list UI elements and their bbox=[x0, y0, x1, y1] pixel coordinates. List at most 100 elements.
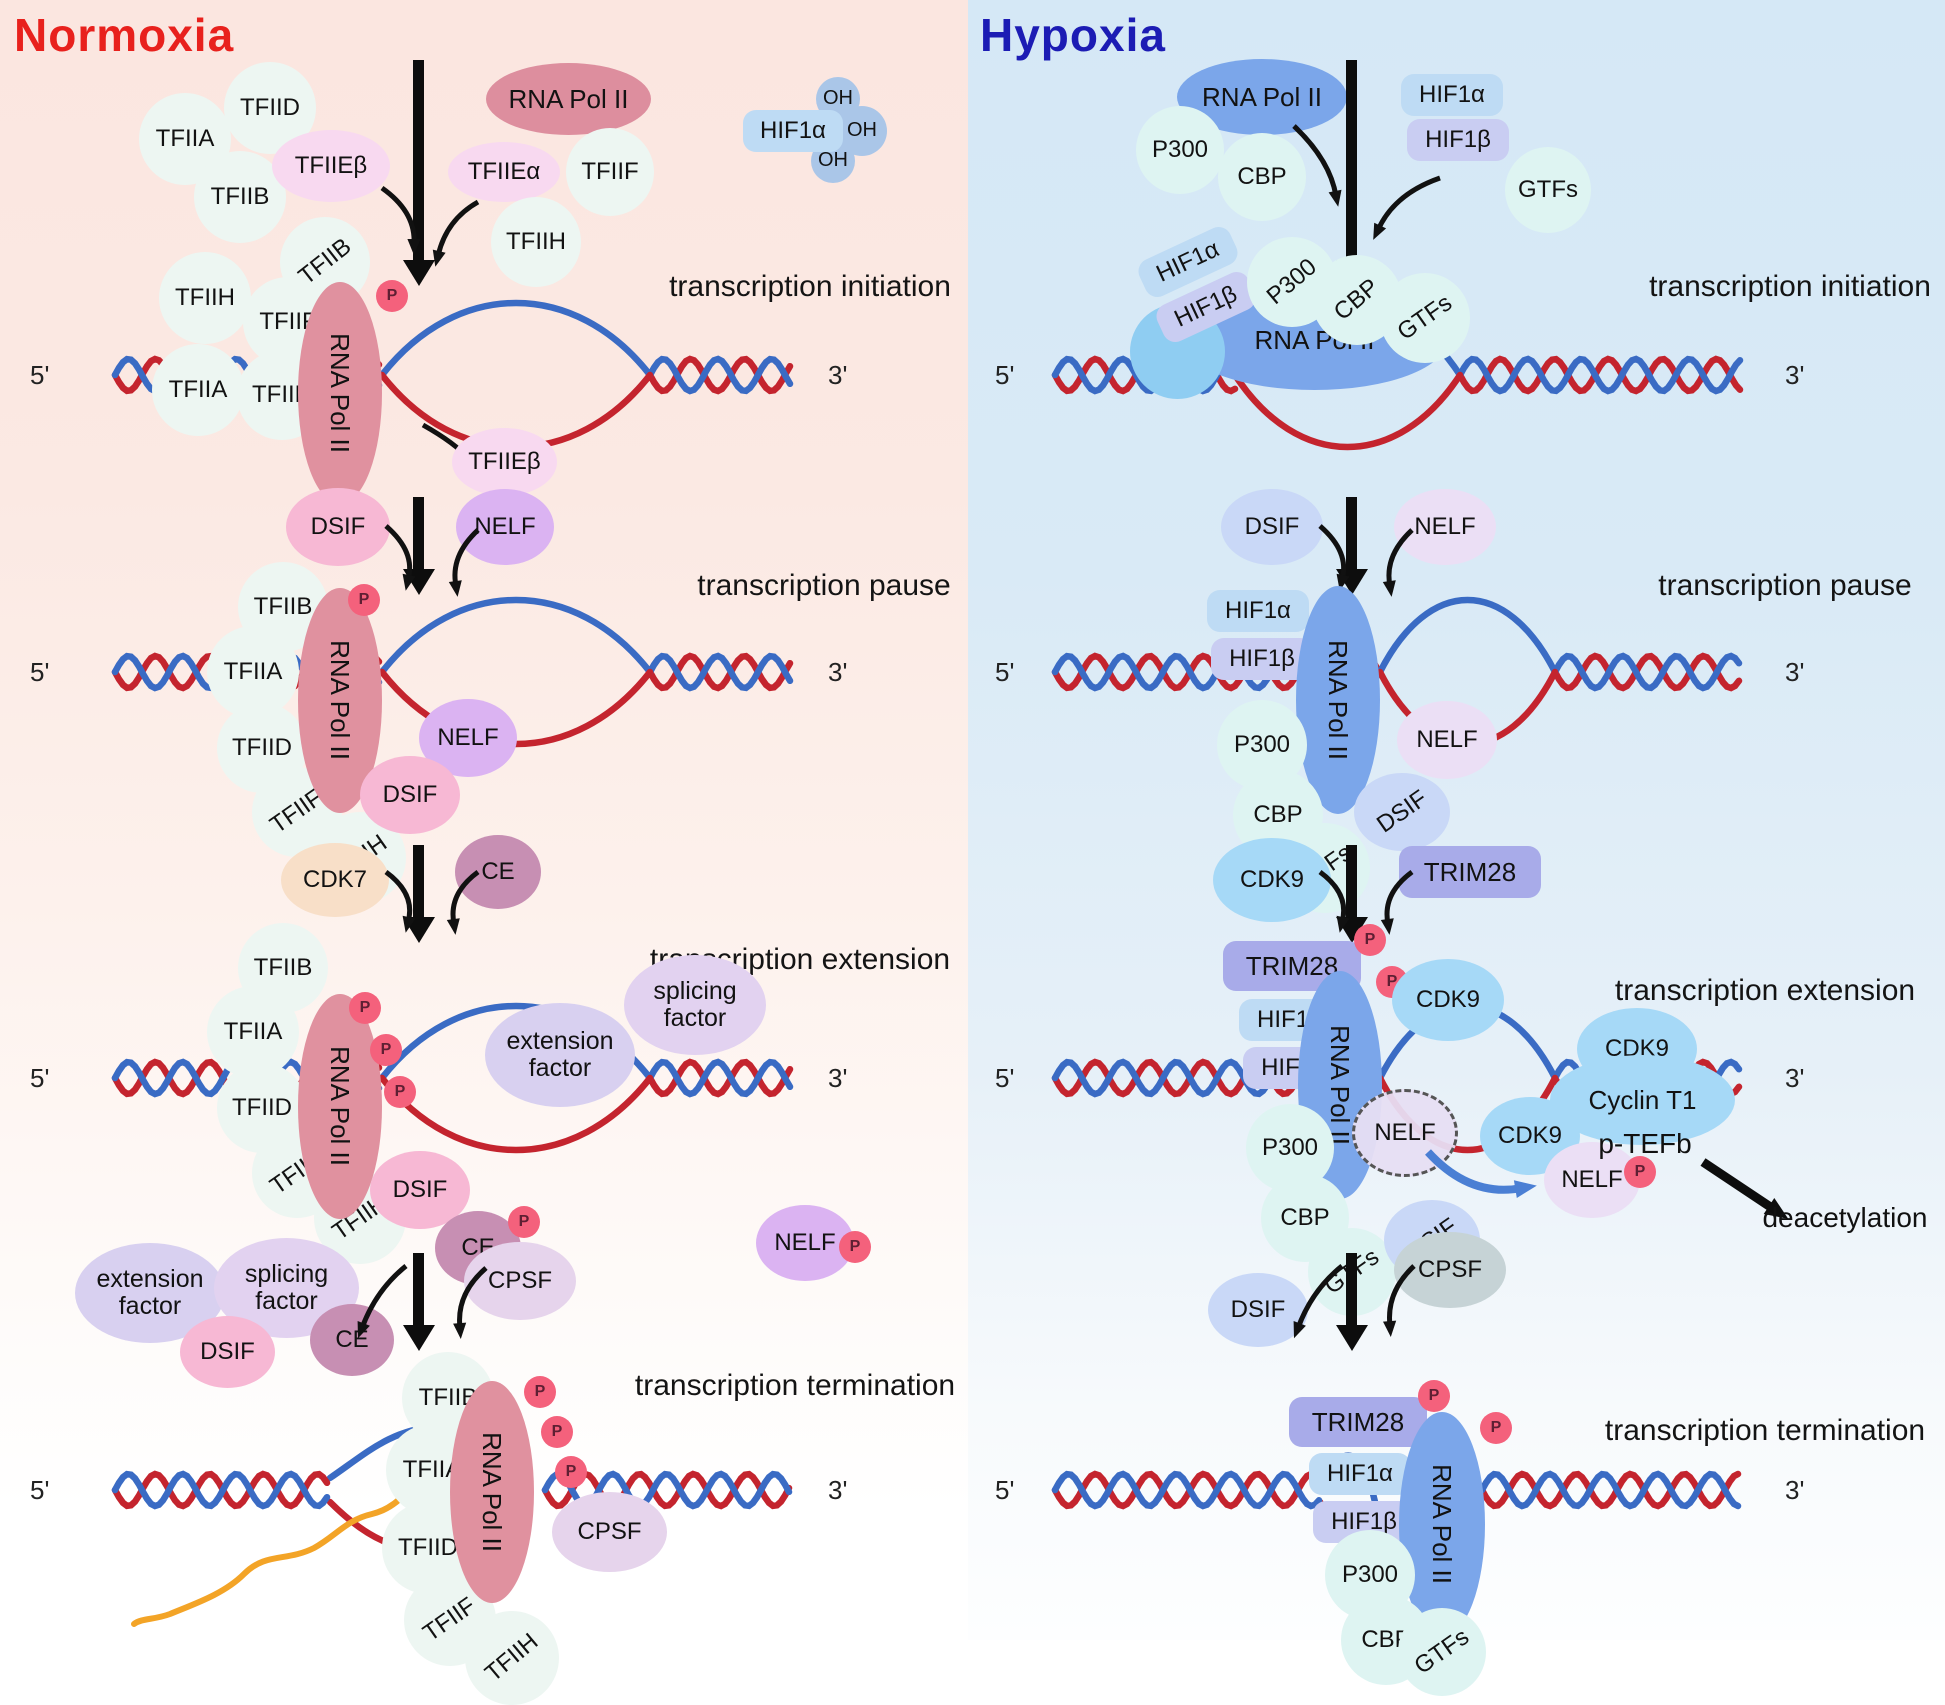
tfiif-bubble: TFIIF bbox=[566, 128, 654, 216]
five-prime-label: 5' bbox=[995, 1475, 1015, 1505]
tfiia-bubble: TFIIA bbox=[152, 344, 244, 436]
recruit-arrow bbox=[448, 528, 480, 597]
tfiih-bubble: TFIIH bbox=[159, 252, 251, 344]
rna-pol-ii-bubble: RNA Pol II bbox=[486, 63, 651, 135]
three-prime-label: 3' bbox=[828, 360, 848, 390]
cbp-bubble: CBP bbox=[1218, 133, 1306, 221]
nelf-bubble: NELF bbox=[1394, 489, 1496, 565]
dsif-bubble: DSIF bbox=[1221, 489, 1323, 565]
phospho-badge: P bbox=[1354, 924, 1386, 956]
stage-arrow bbox=[413, 1253, 424, 1325]
ce-bubble: CE bbox=[310, 1304, 394, 1376]
tfiie-beta-bubble: TFIIEβ bbox=[272, 130, 390, 202]
p300-bubble: P300 bbox=[1136, 106, 1224, 194]
dsif-bubble: DSIF bbox=[360, 756, 460, 834]
extension-factor-bubble: extension factor bbox=[75, 1243, 225, 1343]
recruit-arrow bbox=[453, 1266, 488, 1339]
cdk9-bubble: CDK9 bbox=[1213, 838, 1331, 922]
rna-pol-ii-shape: RNA Pol II bbox=[1296, 586, 1380, 814]
stage-label-initiation: transcription initiation bbox=[669, 270, 951, 303]
recruit-arrow bbox=[1383, 1264, 1416, 1337]
recruit-arrow bbox=[1380, 869, 1414, 935]
tfiid-bubble: TFIID bbox=[217, 1063, 307, 1153]
stage-label-termination: transcription termination bbox=[634, 1369, 956, 1402]
phospho-badge: P bbox=[1624, 1156, 1656, 1188]
p-tefb-label: p-TEFb bbox=[1598, 1128, 1692, 1159]
stage-label-pause: transcription pause bbox=[1658, 569, 1912, 602]
recruit-arrow bbox=[1318, 869, 1350, 933]
rna-pol-ii-shape: RNA Pol II bbox=[450, 1381, 534, 1603]
hif1a-tag: HIF1α bbox=[1207, 590, 1309, 632]
gtfs-bubble: GTFs bbox=[1505, 147, 1591, 233]
rna-pol-ii-shape: RNA Pol II bbox=[298, 282, 382, 504]
phospho-badge: P bbox=[384, 1076, 416, 1108]
rna-pol-ii-shape: RNA Pol II bbox=[298, 994, 382, 1219]
deacetylation-arrow bbox=[1700, 1158, 1789, 1219]
trim28-tag: TRIM28 bbox=[1399, 846, 1541, 898]
three-prime-label: 3' bbox=[1785, 1475, 1805, 1505]
five-prime-label: 5' bbox=[995, 657, 1015, 687]
tfiid-bubble: TFIID bbox=[217, 703, 307, 793]
trim28-tag: TRIM28 bbox=[1289, 1397, 1427, 1447]
stage-label-extension: transcription extension bbox=[1614, 974, 1916, 1007]
recruit-arrow bbox=[1292, 124, 1342, 207]
tfiia-bubble: TFIIA bbox=[207, 986, 299, 1078]
phospho-badge: P bbox=[370, 1034, 402, 1066]
stage-arrow bbox=[1346, 1253, 1357, 1325]
deacetylation-label: deacetylation bbox=[1762, 1202, 1928, 1233]
stage-label-termination: transcription termination bbox=[1604, 1414, 1926, 1447]
nelf-bubble: NELF bbox=[1544, 1142, 1640, 1218]
phospho-badge: P bbox=[376, 280, 408, 312]
rna-pol-ii-shape: RNA Pol II bbox=[1399, 1412, 1485, 1637]
hif1a-tag: HIF1α bbox=[1309, 1453, 1411, 1495]
recruit-arrow bbox=[1382, 528, 1414, 597]
dsif-bubble: DSIF bbox=[370, 1151, 470, 1229]
stage-arrow bbox=[413, 60, 424, 260]
recruit-arrow bbox=[380, 185, 421, 255]
stage-arrow bbox=[413, 845, 424, 917]
recruit-arrow bbox=[384, 524, 416, 591]
ce-bubble: CE bbox=[455, 835, 541, 909]
hif1a-tag: HIF1α bbox=[743, 110, 843, 152]
five-prime-label: 5' bbox=[30, 657, 50, 687]
phospho-badge: P bbox=[349, 992, 381, 1024]
tfiie-alpha-bubble: TFIIEα bbox=[448, 142, 560, 202]
dsif-bubble: DSIF bbox=[1208, 1273, 1308, 1347]
stage-arrow bbox=[1346, 497, 1357, 569]
tfiia-bubble: TFIIA bbox=[207, 626, 299, 718]
three-prime-label: 3' bbox=[1785, 360, 1805, 390]
trim28-tag: TRIM28 bbox=[1223, 941, 1361, 991]
phospho-badge: P bbox=[508, 1206, 540, 1238]
gtfs-bubble: GTFs bbox=[1380, 273, 1470, 363]
phospho-badge: P bbox=[555, 1456, 587, 1488]
stage-label-pause: transcription pause bbox=[697, 569, 951, 602]
recruit-arrow bbox=[1373, 175, 1441, 240]
phospho-badge: P bbox=[524, 1376, 556, 1408]
hif1b-tag: HIF1β bbox=[1313, 1501, 1415, 1543]
hypoxia-title: Hypoxia bbox=[980, 9, 1166, 61]
dsif-bubble: DSIF bbox=[180, 1316, 275, 1388]
stage-arrow bbox=[1346, 845, 1357, 917]
cdk7-bubble: CDK7 bbox=[281, 843, 389, 917]
cdk9-bubble: CDK9 bbox=[1392, 959, 1504, 1041]
five-prime-label: 5' bbox=[995, 360, 1015, 390]
five-prime-label: 5' bbox=[30, 360, 50, 390]
tfiib-bubble: TFIIB bbox=[194, 151, 286, 243]
five-prime-label: 5' bbox=[30, 1063, 50, 1093]
tfiia-bubble: TFIIA bbox=[139, 93, 231, 185]
phospho-badge: P bbox=[1418, 1380, 1450, 1412]
normoxia-title: Normoxia bbox=[14, 9, 235, 61]
stage-arrow bbox=[1346, 60, 1357, 260]
extension-factor-bubble: extension factor bbox=[485, 1003, 635, 1107]
dsif-bubble: DSIF bbox=[286, 488, 390, 566]
release-arrow bbox=[1293, 1264, 1344, 1339]
nelf-bubble: NELF bbox=[756, 1205, 854, 1281]
three-prime-label: 3' bbox=[828, 1475, 848, 1505]
cyclin-t1-bubble: Cyclin T1 bbox=[1550, 1055, 1735, 1145]
tfiie-beta-bubble: TFIIEβ bbox=[452, 428, 557, 496]
three-prime-label: 3' bbox=[828, 657, 848, 687]
phospho-badge: P bbox=[839, 1231, 871, 1263]
recruit-arrow bbox=[446, 869, 480, 935]
recruit-arrow bbox=[384, 869, 416, 933]
stage-label-initiation: transcription initiation bbox=[1649, 270, 1931, 303]
